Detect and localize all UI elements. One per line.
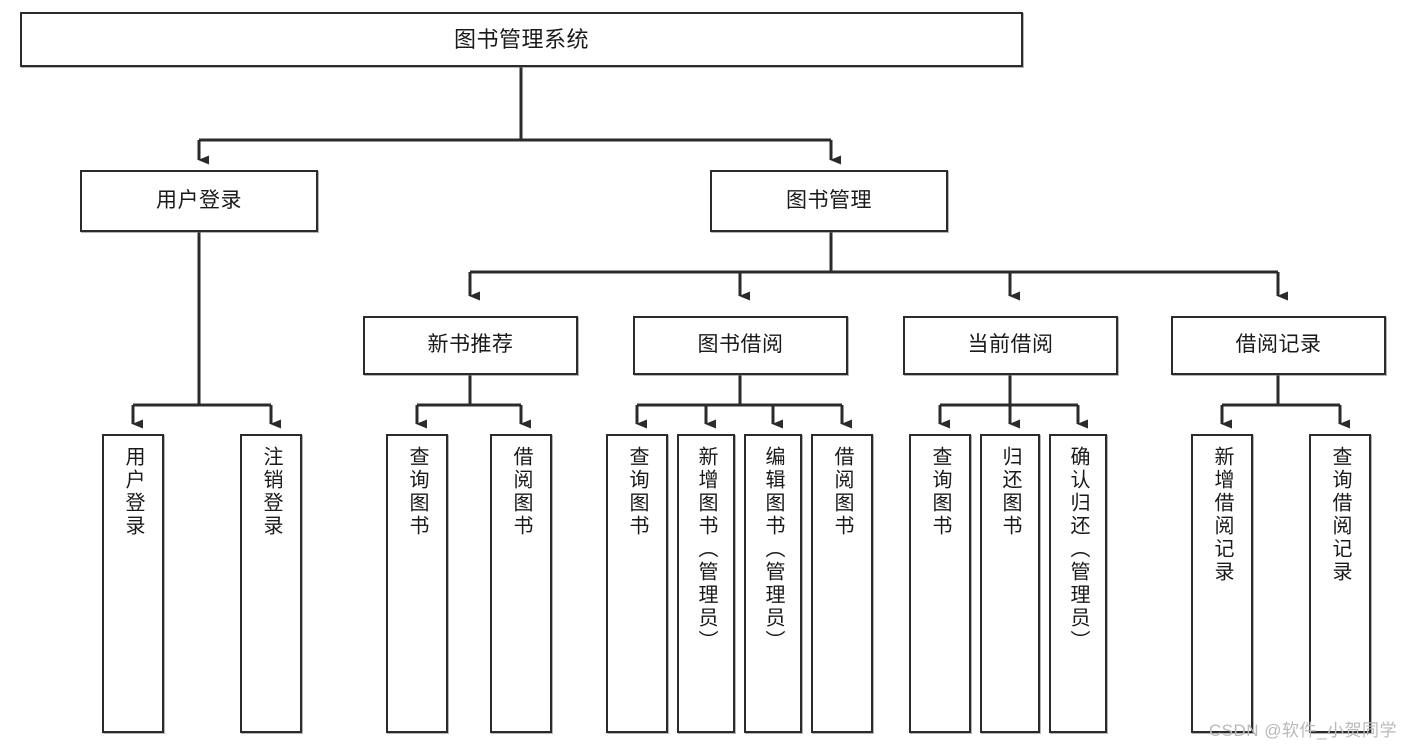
node-borrow-record[interactable]: 借阅记录 bbox=[1171, 316, 1386, 375]
leaf-borrow-book-borrowing[interactable]: 借阅图书 bbox=[811, 434, 873, 733]
node-label: 查询图书 bbox=[406, 446, 428, 538]
node-user-login[interactable]: 用户登录 bbox=[80, 170, 318, 232]
leaf-user-login[interactable]: 用户登录 bbox=[102, 434, 164, 733]
node-label: 用户登录 bbox=[156, 188, 242, 212]
node-label: 注销登录 bbox=[260, 446, 282, 538]
node-book-borrowing[interactable]: 图书借阅 bbox=[633, 316, 848, 375]
node-label: 新书推荐 bbox=[427, 333, 514, 357]
leaf-edit-book-admin[interactable]: 编辑图书（管理员） bbox=[744, 434, 802, 733]
watermark-text: CSDN @软件_小贺同学 bbox=[1208, 721, 1397, 740]
leaf-confirm-return-admin[interactable]: 确认归还（管理员） bbox=[1049, 434, 1107, 733]
leaf-add-book-admin[interactable]: 新增图书（管理员） bbox=[677, 434, 735, 733]
node-label: 借阅图书 bbox=[510, 446, 532, 538]
node-label: 新增借阅记录 bbox=[1211, 446, 1233, 584]
node-label: 确认归还（管理员） bbox=[1067, 446, 1089, 653]
node-label: 借阅图书 bbox=[831, 446, 853, 538]
leaf-query-borrow-record[interactable]: 查询借阅记录 bbox=[1309, 434, 1371, 733]
node-label: 编辑图书（管理员） bbox=[762, 446, 784, 653]
node-label: 图书管理 bbox=[786, 188, 872, 212]
node-new-book-recommendation[interactable]: 新书推荐 bbox=[363, 316, 578, 375]
node-root-system[interactable]: 图书管理系统 bbox=[20, 12, 1023, 67]
node-label: 图书借阅 bbox=[697, 333, 784, 357]
node-label: 归还图书 bbox=[999, 446, 1021, 538]
leaf-query-book-current[interactable]: 查询图书 bbox=[909, 434, 971, 733]
leaf-add-borrow-record[interactable]: 新增借阅记录 bbox=[1191, 434, 1253, 733]
node-label: 查询图书 bbox=[626, 446, 648, 538]
node-book-management[interactable]: 图书管理 bbox=[710, 170, 948, 232]
leaf-return-book[interactable]: 归还图书 bbox=[980, 434, 1040, 733]
node-label: 借阅记录 bbox=[1235, 333, 1322, 357]
node-label: 查询图书 bbox=[929, 446, 951, 538]
node-label: 当前借阅 bbox=[967, 333, 1054, 357]
leaf-borrow-book-recommendation[interactable]: 借阅图书 bbox=[490, 434, 552, 733]
node-current-borrowing[interactable]: 当前借阅 bbox=[903, 316, 1118, 375]
node-label: 用户登录 bbox=[122, 446, 144, 538]
node-label: 新增图书（管理员） bbox=[695, 446, 717, 653]
leaf-logout-login[interactable]: 注销登录 bbox=[240, 434, 302, 733]
leaf-query-book-borrowing[interactable]: 查询图书 bbox=[606, 434, 668, 733]
leaf-query-book-recommendation[interactable]: 查询图书 bbox=[386, 434, 448, 733]
node-label: 图书管理系统 bbox=[453, 26, 589, 52]
node-label: 查询借阅记录 bbox=[1329, 446, 1351, 584]
